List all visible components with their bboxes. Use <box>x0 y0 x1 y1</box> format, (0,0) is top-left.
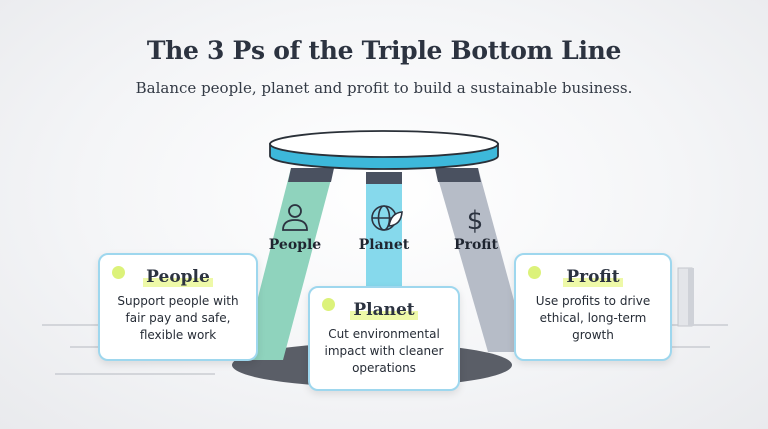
card-planet: Planet Cut environmental impact with cle… <box>308 286 460 391</box>
leg-label-planet: Planet <box>358 237 410 253</box>
card-dot <box>322 298 335 311</box>
card-heading-planet: Planet <box>350 300 418 320</box>
dollar-icon: $ <box>467 206 484 236</box>
card-body-profit: Use profits to drive ethical, long-term … <box>535 294 651 342</box>
card-heading-profit: Profit <box>563 267 623 287</box>
leg-profit-shadow <box>435 168 481 182</box>
card-dot <box>528 266 541 279</box>
card-heading-people: People <box>143 267 213 287</box>
page-title: The 3 Ps of the Triple Bottom Line <box>146 36 622 65</box>
leg-people-shadow <box>288 168 334 182</box>
seat-top <box>269 130 499 158</box>
leg-people <box>242 168 334 360</box>
page-subtitle: Balance people, planet and profit to bui… <box>135 79 633 97</box>
card-body-planet: Cut environmental impact with cleaner op… <box>324 327 444 375</box>
leg-label-people: People <box>268 237 322 253</box>
leg-profit <box>435 168 528 352</box>
person-icon <box>282 204 308 231</box>
leg-label-profit: Profit <box>454 237 498 253</box>
background-box <box>677 267 694 327</box>
card-body-people: Support people with fair pay and safe, f… <box>117 294 239 342</box>
globe-leaf-icon <box>371 205 403 231</box>
card-people: People Support people with fair pay and … <box>98 253 258 361</box>
card-dot <box>112 266 125 279</box>
leg-planet-shadow <box>366 172 402 184</box>
card-profit: Profit Use profits to drive ethical, lon… <box>514 253 672 361</box>
